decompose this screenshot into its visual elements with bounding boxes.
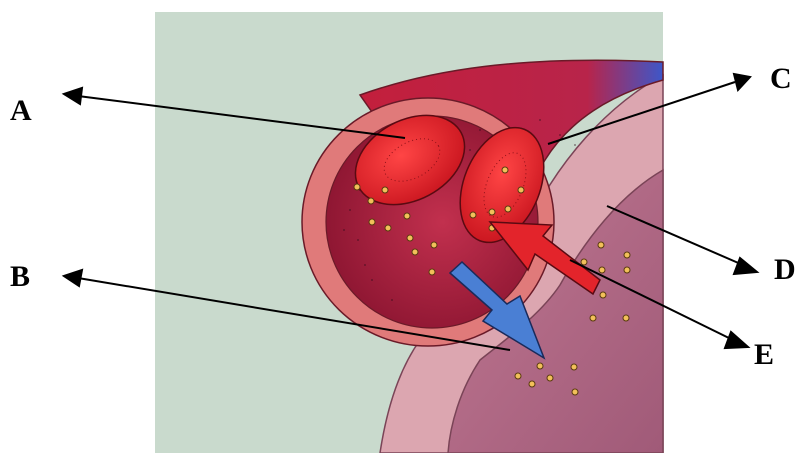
label-d: D <box>774 255 796 285</box>
leader-arrowhead-a <box>64 88 82 104</box>
leader-arrowhead-b <box>64 270 82 286</box>
leader-arrowhead-c <box>734 74 750 90</box>
leader-arrowhead-d <box>734 258 757 274</box>
label-c: C <box>770 64 792 94</box>
label-a: A <box>10 96 32 126</box>
label-e: E <box>754 340 774 370</box>
label-b: B <box>10 262 30 292</box>
leader-arrowhead-e <box>725 332 748 348</box>
